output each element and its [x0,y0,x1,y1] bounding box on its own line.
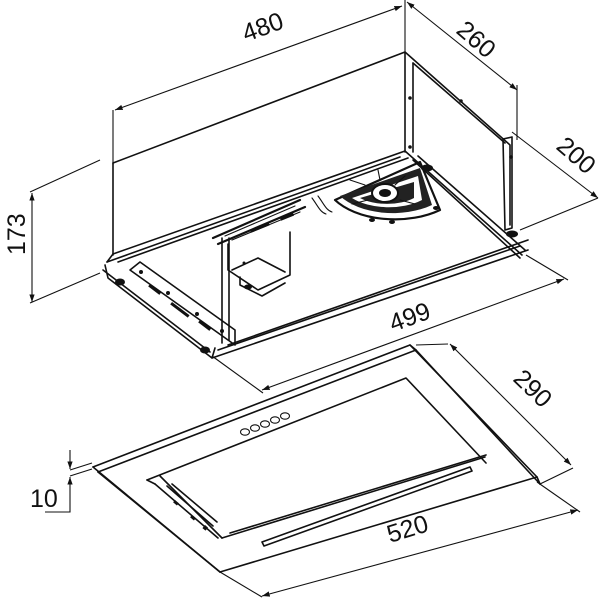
dimension-label-480: 480 [238,7,287,48]
electrical-box [211,198,307,297]
dimension-label-499: 499 [385,297,434,338]
fan-motor [333,160,442,224]
control-button-2[interactable] [249,424,261,432]
dimension-line-260 [406,1,518,91]
dimension-label-10: 10 [30,485,58,513]
mount-foot [506,230,518,238]
upper-unit [102,51,529,359]
dimension-label-173: 173 [3,213,31,255]
dimension-label-200: 200 [551,131,600,180]
control-button-1[interactable] [239,428,251,436]
lower-dimensions: 290 10 520 [30,343,581,598]
lower-panel [92,344,541,573]
dimension-line-520 [261,509,579,597]
dimension-line-290 [449,343,572,466]
housing-top-edge [112,51,406,164]
dimension-label-290: 290 [508,364,557,413]
dimension-line-200 [511,131,599,199]
mount-foot [115,278,125,286]
control-button-5[interactable] [279,412,291,420]
dimension-label-520: 520 [384,510,432,549]
dimension-line-480 [114,5,403,111]
dimension-line-499 [261,278,565,391]
mount-foot [200,346,210,354]
dimension-label-260: 260 [451,15,501,64]
panel-back-edge [92,344,417,473]
control-buttons [239,412,291,436]
control-button-3[interactable] [259,420,271,428]
filter-opening [146,377,487,547]
control-button-4[interactable] [269,416,281,424]
